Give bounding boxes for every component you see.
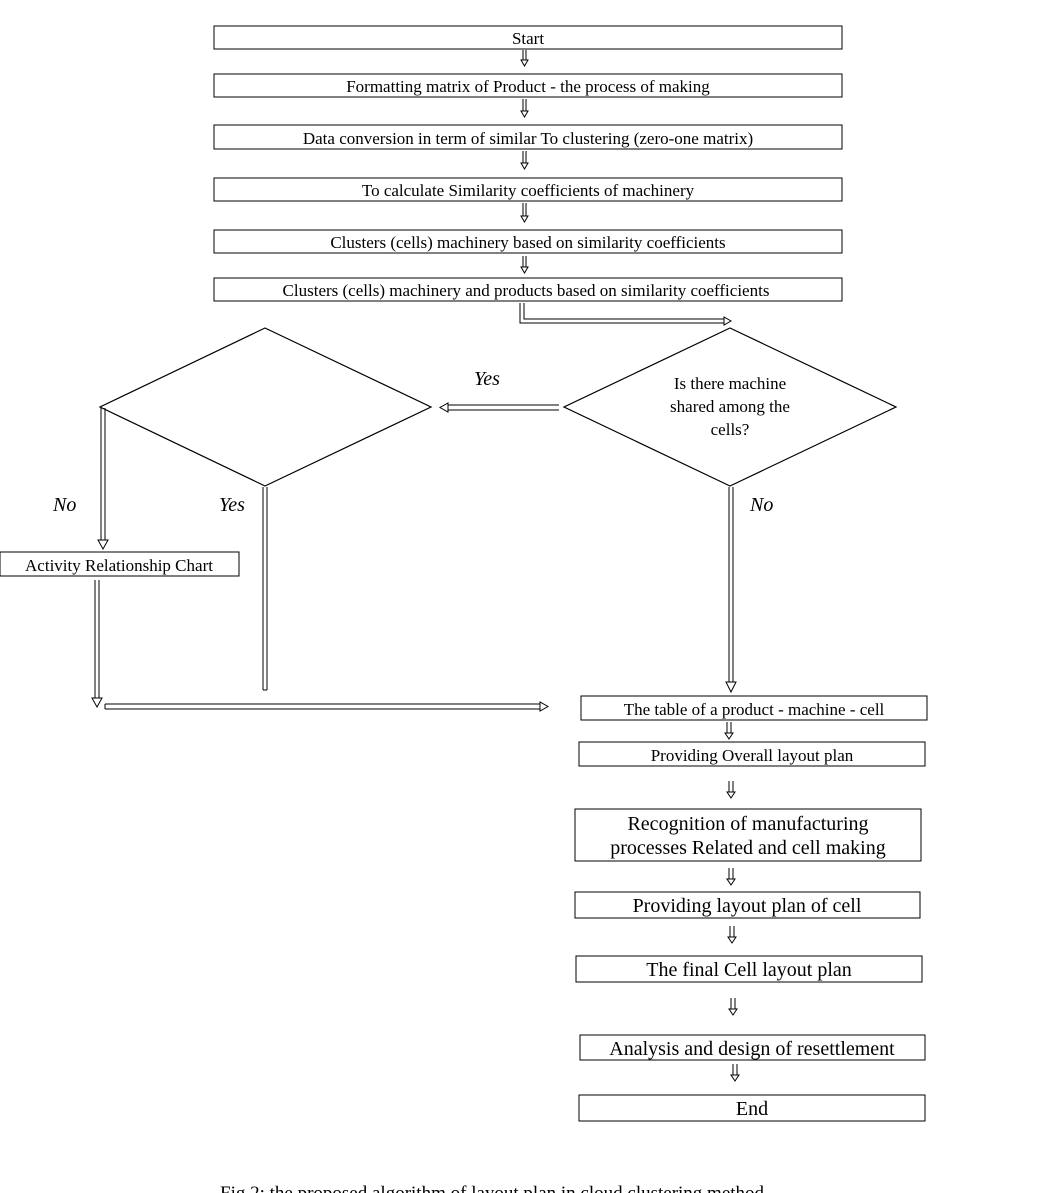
calc-similarity-label: To calculate Similarity coefficients of … [362,181,695,200]
start-box: Start [213,25,843,50]
activity-relationship-chart-box: Activity Relationship Chart [0,551,240,577]
down-arrow-9 [727,926,737,944]
analysis-design-box: Analysis and design of resettlement [579,1034,926,1061]
yes-arrow-to-left-diamond [438,402,559,413]
clusters-machinery-products-label: Clusters (cells) machinery and products … [283,281,770,300]
clusters-machinery-products-box: Clusters (cells) machinery and products … [213,277,843,302]
cell-layout-box: Providing layout plan of cell [574,891,921,919]
decision-text-line3: cells? [711,420,750,439]
merge-arrow-to-table [104,701,550,712]
activity-chart-label: Activity Relationship Chart [25,556,213,575]
no-arrow-to-activity-chart [97,408,109,551]
activity-chart-down-arrow [91,580,103,709]
formatting-matrix-label: Formatting matrix of Product - the proce… [346,77,710,96]
final-layout-box: The final Cell layout plan [575,955,923,983]
left-decision-diamond [98,327,433,487]
end-box: End [578,1094,926,1122]
down-arrow-4 [520,203,529,223]
no-label-shared: No [749,494,773,516]
data-conversion-label: Data conversion in term of similar To cl… [303,129,753,148]
yes-arrow-down-left [262,487,268,691]
start-label: Start [512,29,544,48]
no-arrow-to-table [725,487,737,694]
shared-machine-decision: Is there machine shared among the cells? [562,327,898,487]
recognition-box: Recognition of manufacturing processes R… [574,808,922,862]
down-arrow-10 [728,998,738,1016]
decision-text-line2: shared among the [670,397,790,416]
analysis-design-label: Analysis and design of resettlement [609,1038,895,1060]
recognition-label-line2: processes Related and cell making [610,837,885,859]
overall-layout-box: Providing Overall layout plan [578,741,926,767]
data-conversion-box: Data conversion in term of similar To cl… [213,124,843,150]
formatting-matrix-box: Formatting matrix of Product - the proce… [213,73,843,98]
down-arrow-7 [726,781,736,799]
figure-caption: Fig.2: the proposed algorithm of layout … [220,1183,765,1193]
clusters-machinery-box: Clusters (cells) machinery based on simi… [213,229,843,254]
product-machine-cell-label: The table of a product - machine - cell [624,700,885,719]
down-arrow-6 [724,722,734,740]
cell-layout-label: Providing layout plan of cell [633,895,862,917]
recognition-label-line1: Recognition of manufacturing [627,813,868,835]
final-layout-label: The final Cell layout plan [646,959,852,981]
product-machine-cell-box: The table of a product - machine - cell [580,695,928,721]
decision-text-line1: Is there machine [674,374,786,393]
down-arrow-2 [520,99,529,118]
calc-similarity-box: To calculate Similarity coefficients of … [213,177,843,202]
clusters-machinery-label: Clusters (cells) machinery based on simi… [330,233,725,252]
down-arrow-8 [726,868,736,886]
end-label: End [736,1098,768,1120]
yes-label-shared: Yes [474,368,500,390]
down-arrow-5 [520,256,529,274]
down-arrow-3 [520,151,529,170]
overall-layout-label: Providing Overall layout plan [651,746,854,765]
down-arrow-1 [520,50,529,67]
connector-to-decision [519,303,733,326]
yes-label-left: Yes [219,494,245,516]
down-arrow-11 [730,1064,740,1082]
no-label-left: No [52,494,76,516]
